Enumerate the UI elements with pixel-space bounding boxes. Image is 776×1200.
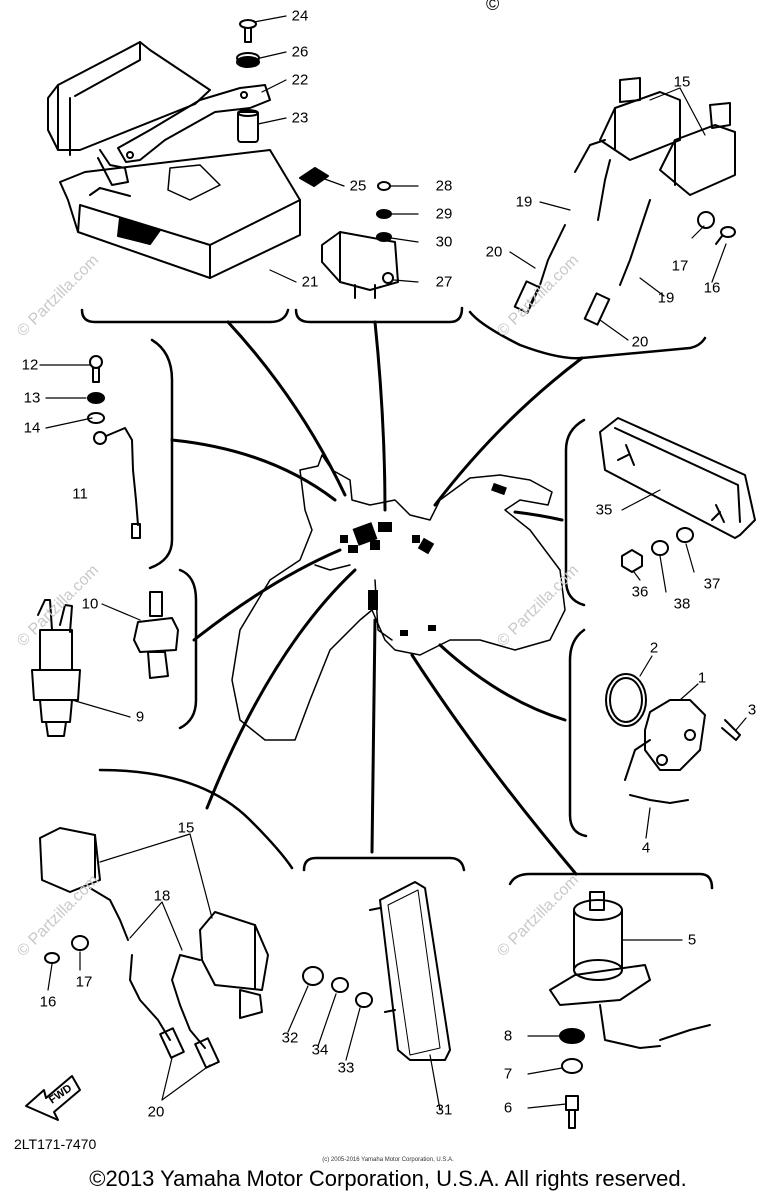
callout-23: 23	[291, 109, 309, 127]
solenoid-hardware	[559, 1028, 585, 1129]
plug-caps-lower	[159, 1027, 220, 1069]
callout-21: 21	[301, 273, 319, 291]
callout-12: 12	[21, 356, 39, 374]
starter-solenoid	[549, 891, 711, 1049]
ignitor-bolt	[239, 19, 257, 43]
callout-25: 25	[349, 177, 367, 195]
ignitor-cover	[47, 41, 211, 186]
lamp-nuts	[621, 527, 694, 573]
callout-9: 9	[135, 708, 145, 726]
ignitor-small-parts	[299, 167, 392, 242]
callout-11: 11	[72, 485, 88, 503]
callout-19-upper-a: 19	[515, 193, 533, 211]
callout-27: 27	[435, 273, 453, 291]
callout-29: 29	[435, 205, 453, 223]
callout-30: 30	[435, 233, 453, 251]
callout-4: 4	[641, 839, 651, 857]
ignitor-bracket	[117, 84, 271, 163]
callout-32: 32	[281, 1029, 299, 1047]
callout-36: 36	[631, 583, 649, 601]
top-copyright-symbol: ©	[486, 0, 500, 14]
fwd-arrow	[25, 1075, 81, 1121]
callout-15-upper: 15	[673, 73, 691, 91]
callout-35: 35	[595, 501, 613, 519]
callout-17-upper: 17	[671, 257, 689, 275]
rear-lamp	[599, 417, 756, 539]
callout-19-upper-b: 19	[657, 289, 675, 307]
ignition-coil-lower-b	[171, 911, 269, 1049]
callout-2: 2	[649, 639, 659, 657]
reflector-nuts	[302, 966, 373, 1008]
callout-22: 22	[291, 71, 309, 89]
callout-16-lower: 16	[39, 993, 57, 1011]
callout-33: 33	[337, 1059, 355, 1077]
ignitor-unit	[59, 149, 301, 279]
callout-leaders	[39, 15, 747, 1111]
ignitor-grommet	[236, 52, 260, 68]
footer-copyright: ©2013 Yamaha Motor Corporation, U.S.A. A…	[89, 1166, 687, 1191]
callout-15-lower: 15	[177, 819, 195, 837]
callout-17-lower: 17	[75, 973, 93, 991]
callout-13: 13	[23, 389, 41, 407]
ignition-coil-upper-b	[619, 102, 736, 286]
vehicle-outline	[231, 454, 566, 741]
callout-20-upper-b: 20	[631, 333, 649, 351]
callout-24: 24	[291, 7, 309, 25]
diagram-code: 2LT171-7470	[14, 1136, 97, 1152]
callout-10: 10	[81, 595, 99, 613]
region-frames	[80, 306, 714, 890]
callout-5: 5	[687, 931, 697, 949]
callout-31: 31	[435, 1101, 453, 1119]
callout-6: 6	[503, 1099, 513, 1117]
vehicle-part-markers	[340, 482, 507, 636]
callout-8: 8	[503, 1027, 513, 1045]
callout-7: 7	[503, 1065, 513, 1083]
callout-1: 1	[697, 669, 707, 687]
callout-3: 3	[747, 701, 757, 719]
coil-washer-bolt-lower	[44, 935, 89, 964]
callout-28: 28	[435, 177, 453, 195]
ignition-coil-lower-a	[39, 827, 171, 1041]
neutral-switch	[133, 591, 179, 679]
callout-34: 34	[311, 1041, 329, 1059]
plug-cap-upper	[513, 224, 611, 326]
callout-38: 38	[673, 595, 691, 613]
pickup-unit	[605, 673, 741, 804]
callout-20-lower: 20	[147, 1103, 165, 1121]
coil-washer-bolt-upper	[697, 211, 736, 245]
source-copyright: (c) 2005-2016 Yamaha Motor Corporation, …	[322, 1157, 454, 1163]
ignition-coil-upper-a	[574, 77, 681, 221]
callout-18: 18	[153, 887, 171, 905]
ignitor-collar	[237, 109, 259, 143]
callout-37: 37	[703, 575, 721, 593]
callout-16-upper: 16	[703, 279, 721, 297]
relay-unit	[321, 231, 399, 299]
callout-26: 26	[291, 43, 309, 61]
reflector	[369, 881, 451, 1061]
leader-lines	[170, 320, 584, 876]
oil-pressure-switch	[31, 599, 81, 737]
callout-14: 14	[23, 419, 41, 437]
sensor-lead-group	[87, 355, 141, 539]
callout-20-upper-a: 20	[485, 243, 503, 261]
